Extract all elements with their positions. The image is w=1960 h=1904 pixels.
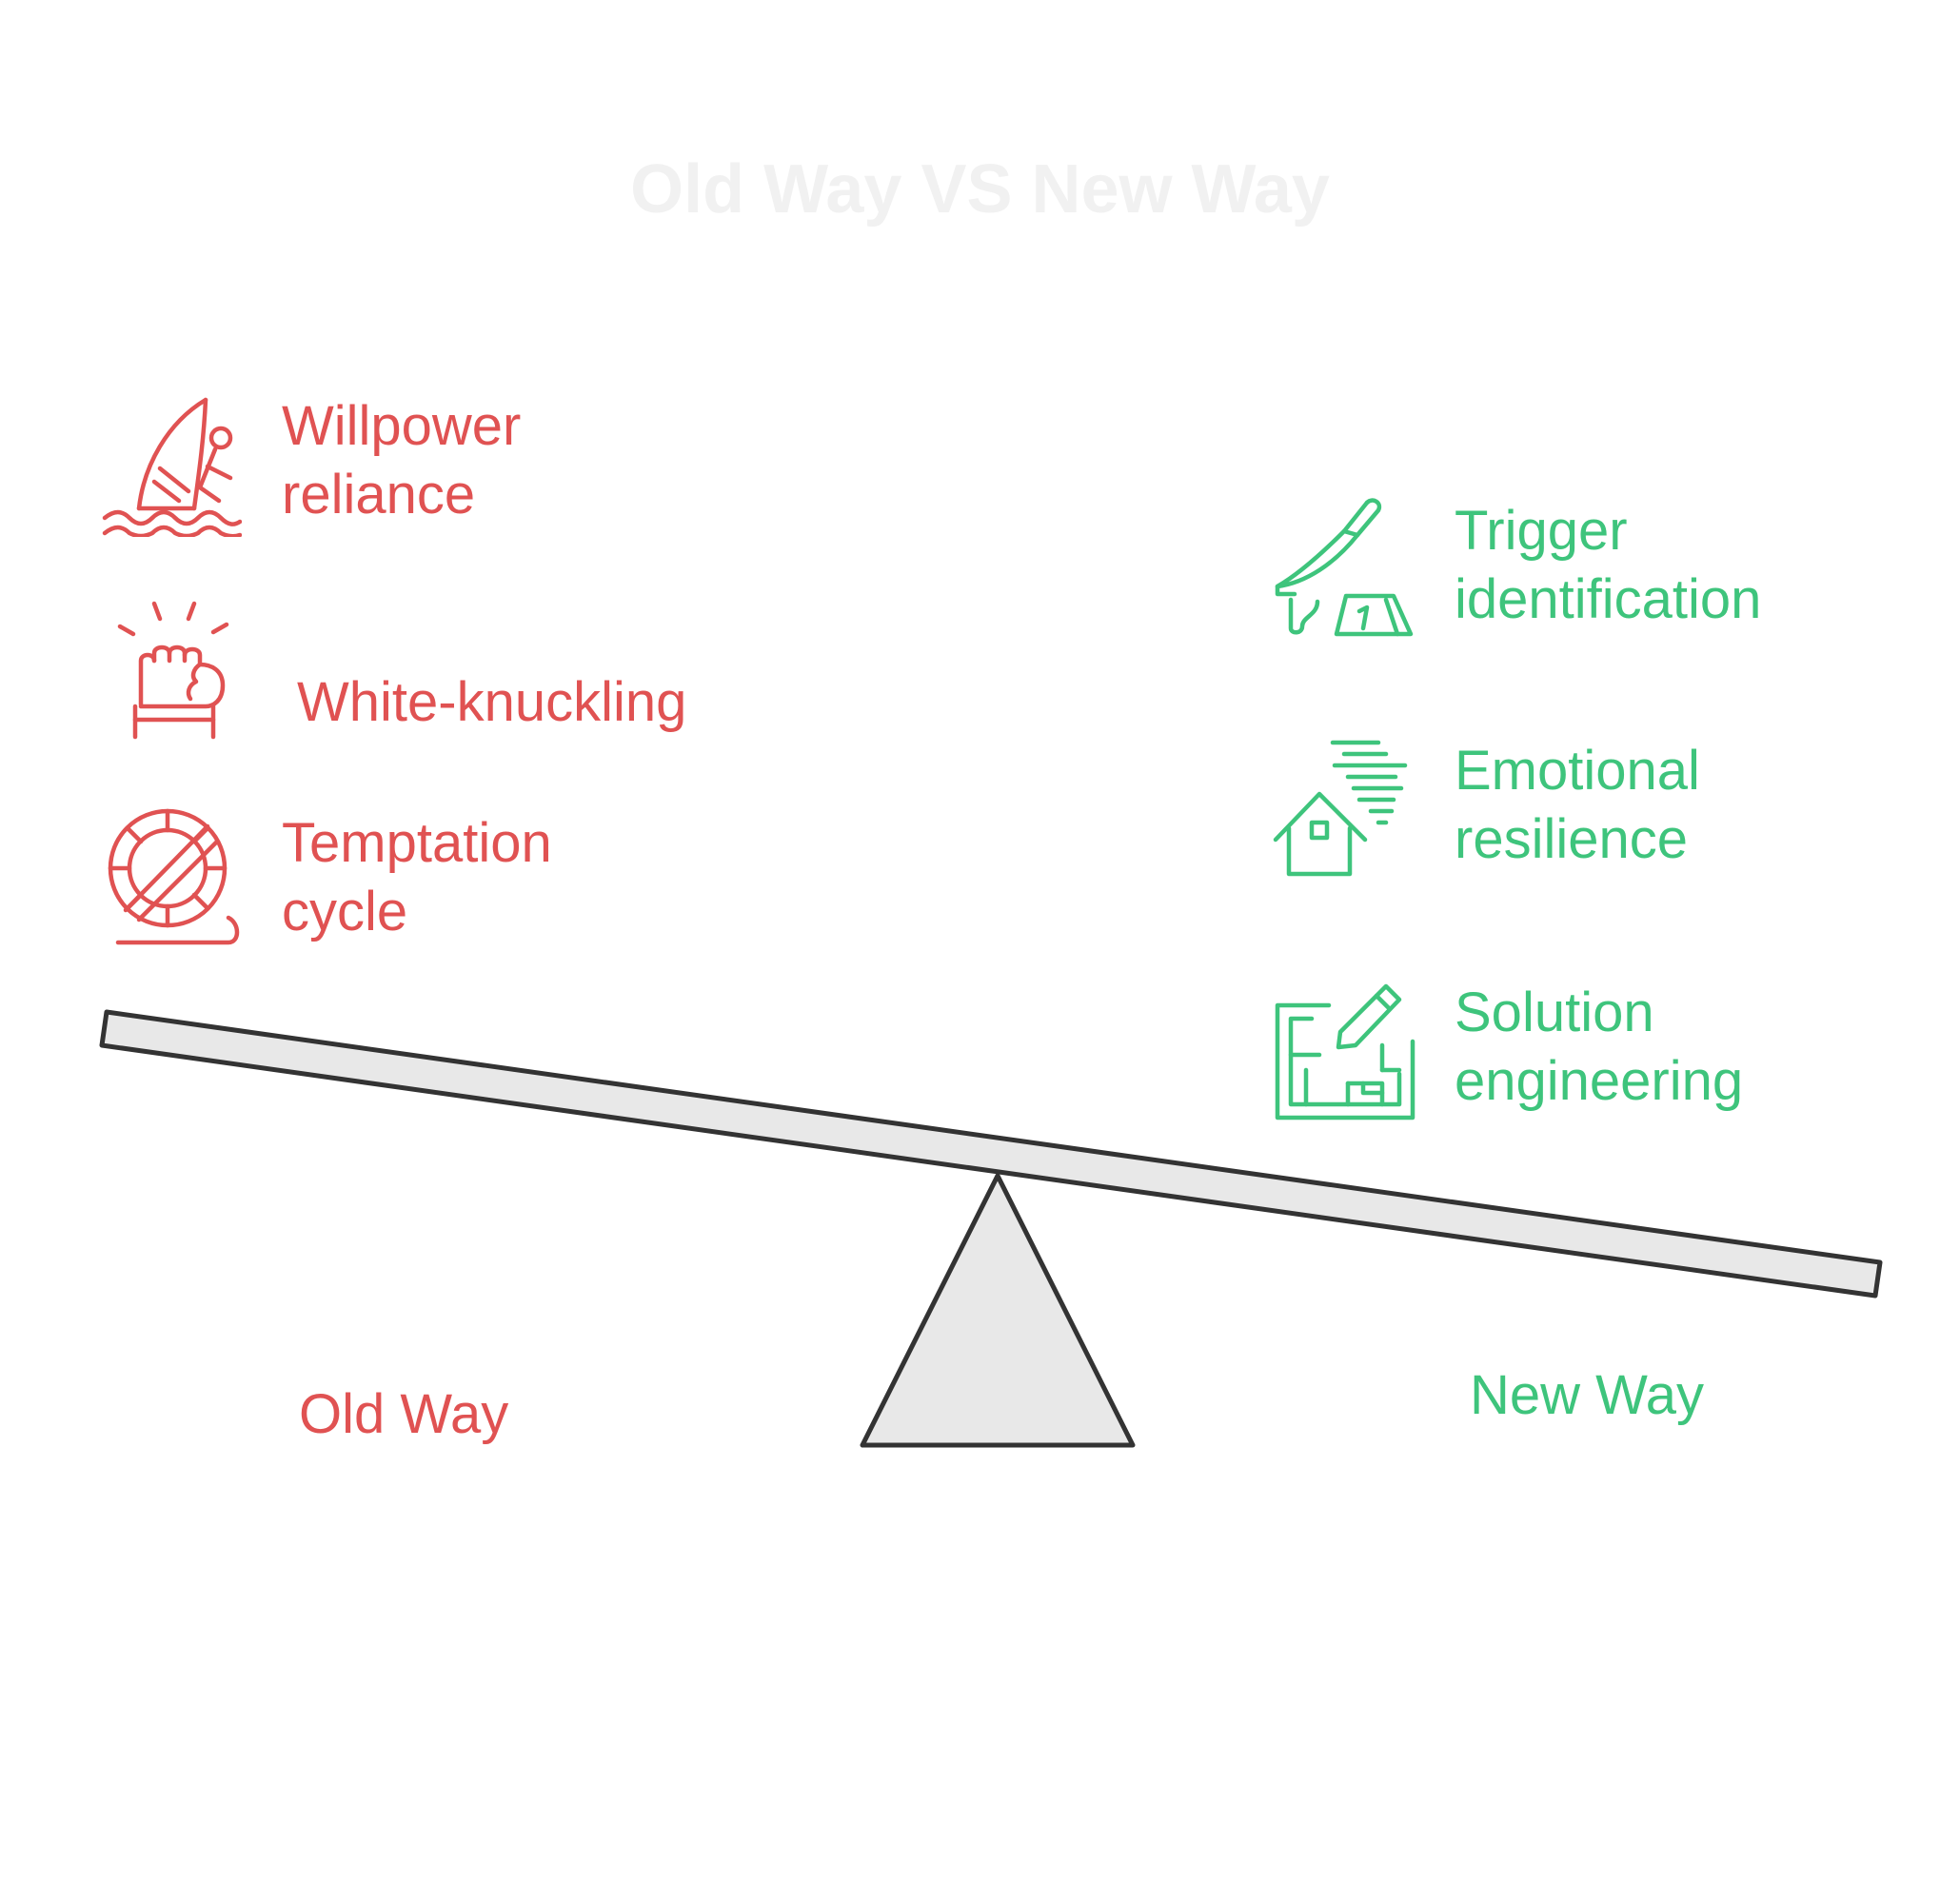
house-wind-icon: [1272, 735, 1416, 880]
new-way-label: New Way: [1470, 1364, 1704, 1426]
clenched-fist-icon: [114, 600, 234, 743]
old-item-willpower-reliance: Willpower reliance: [282, 395, 522, 526]
blueprint-pencil-icon: [1272, 979, 1416, 1121]
new-item-trigger-identification: Trigger identification: [1455, 500, 1762, 630]
old-item-white-knuckling: White-knuckling: [297, 671, 687, 733]
knife-evidence-marker-icon: [1272, 495, 1416, 638]
windsurfer-icon: [101, 394, 242, 537]
old-way-label: Old Way: [299, 1383, 509, 1445]
old-item-temptation-cycle: Temptation cycle: [282, 812, 552, 942]
hamster-wheel-icon: [101, 805, 244, 948]
seesaw-fulcrum: [860, 1173, 1136, 1448]
page-title: Old Way VS New Way: [630, 151, 1330, 228]
new-item-emotional-resilience: Emotional resilience: [1455, 740, 1700, 870]
seesaw-beam: [99, 1009, 1883, 1299]
new-item-solution-engineering: Solution engineering: [1455, 982, 1744, 1112]
